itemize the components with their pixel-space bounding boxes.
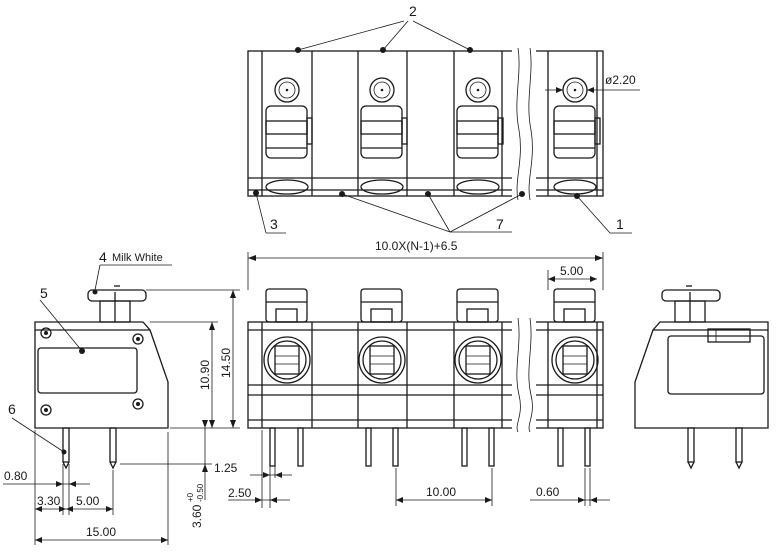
front-lever-3: [456, 288, 499, 323]
d125-label: 1.25: [214, 461, 238, 475]
callout-4: 4: [99, 249, 107, 265]
callout-4-note: Milk White: [112, 252, 163, 264]
height-1450-label: 14.50: [219, 348, 233, 378]
d250-label: 2.50: [228, 486, 252, 500]
top-pole-3: [456, 77, 504, 195]
pin-length-tol-plus: +0: [186, 492, 195, 502]
d1500-label: 15.00: [86, 525, 116, 539]
right-side-body: [634, 321, 769, 429]
pin-length-label: 3.60: [190, 504, 204, 528]
front-pins: [269, 427, 591, 467]
callout-7: 7: [496, 216, 504, 232]
pin-width-label: 0.80: [4, 469, 28, 483]
callout-2: 2: [409, 3, 417, 19]
front-lever-2: [360, 288, 403, 323]
overall-length-label: 10.0X(N-1)+6.5: [375, 239, 458, 253]
side-body: [34, 321, 169, 429]
top-pole-1: [265, 77, 313, 195]
d330-label: 3.30: [37, 494, 61, 508]
wire-entry-1: [263, 336, 311, 384]
break-gap: [512, 45, 536, 202]
callout-1: 1: [616, 216, 624, 232]
front-body: [247, 321, 604, 429]
left-side-view: 4 Milk White 5 6 14.50 10.90 3.60 +0 -0.…: [3, 249, 240, 545]
wire-entry-n: [551, 336, 599, 384]
wire-entry-2: [358, 336, 406, 384]
front-lever-n: [553, 288, 596, 323]
callout-3: 3: [270, 216, 278, 232]
marking-window: [37, 347, 138, 394]
callout-5: 5: [40, 285, 48, 301]
callout-6: 6: [8, 401, 16, 417]
front-view: 10.0X(N-1)+6.5 5.00: [214, 239, 610, 508]
front-lever-1: [265, 288, 308, 323]
wire-entry-3: [454, 336, 502, 384]
pitch-top-label: 5.00: [560, 264, 584, 278]
pitch-bottom-label: 10.00: [426, 485, 456, 499]
hole-diameter-label: ø2.20: [605, 73, 636, 87]
pin-thk-label: 0.60: [536, 485, 560, 499]
pin-length-tol-minus: -0.50: [196, 483, 205, 502]
top-view: ø2.20 2 3 7 1: [247, 3, 640, 234]
top-pole-2: [360, 77, 408, 195]
d500-label: 5.00: [76, 494, 100, 508]
height-1090-label: 10.90: [198, 360, 212, 390]
top-pole-n: [553, 77, 601, 195]
top-view-outline: [247, 50, 604, 197]
right-side-view: [634, 285, 769, 470]
